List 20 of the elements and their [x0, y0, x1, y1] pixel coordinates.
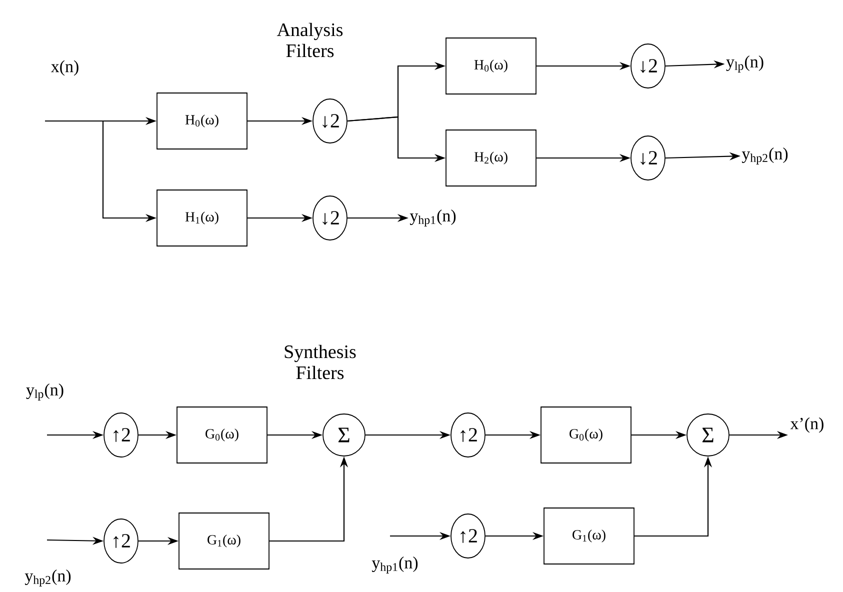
filter-box: H$_{1}$(ω): [156, 190, 248, 246]
section-heading: Analysis Filters: [276, 22, 343, 58]
signal-label: x(n): [51, 60, 78, 76]
output-signal-label: y$_{lp}$(n): [726, 56, 764, 72]
filter-box: G$_{1}$(ω): [178, 512, 270, 570]
filter-box: H$_{0}$(ω): [446, 38, 536, 94]
summing-junction: Σ: [322, 414, 366, 456]
filter-box: H$_{2}$(ω): [446, 130, 536, 186]
signal-label: y$_{hp2}$(n): [24, 570, 71, 586]
section-heading: Synthesis Filters: [284, 344, 356, 380]
output-signal-label: x’(n): [790, 417, 824, 433]
filter-box: G$_{0}$(ω): [176, 406, 268, 464]
summing-junction: Σ: [686, 414, 730, 456]
signal-label: y$_{hp1}$(n): [372, 556, 418, 574]
output-signal-label: y$_{hp1}$(n): [410, 210, 456, 226]
filter-box: G$_{0}$(ω): [540, 406, 632, 464]
output-signal-label: y$_{hp2}$(n): [742, 148, 788, 164]
filter-box: G$_{1}$(ω): [544, 508, 634, 564]
filter-box: H$_{0}$(ω): [156, 92, 248, 150]
signal-label: y$_{lp}$(n): [26, 384, 64, 400]
